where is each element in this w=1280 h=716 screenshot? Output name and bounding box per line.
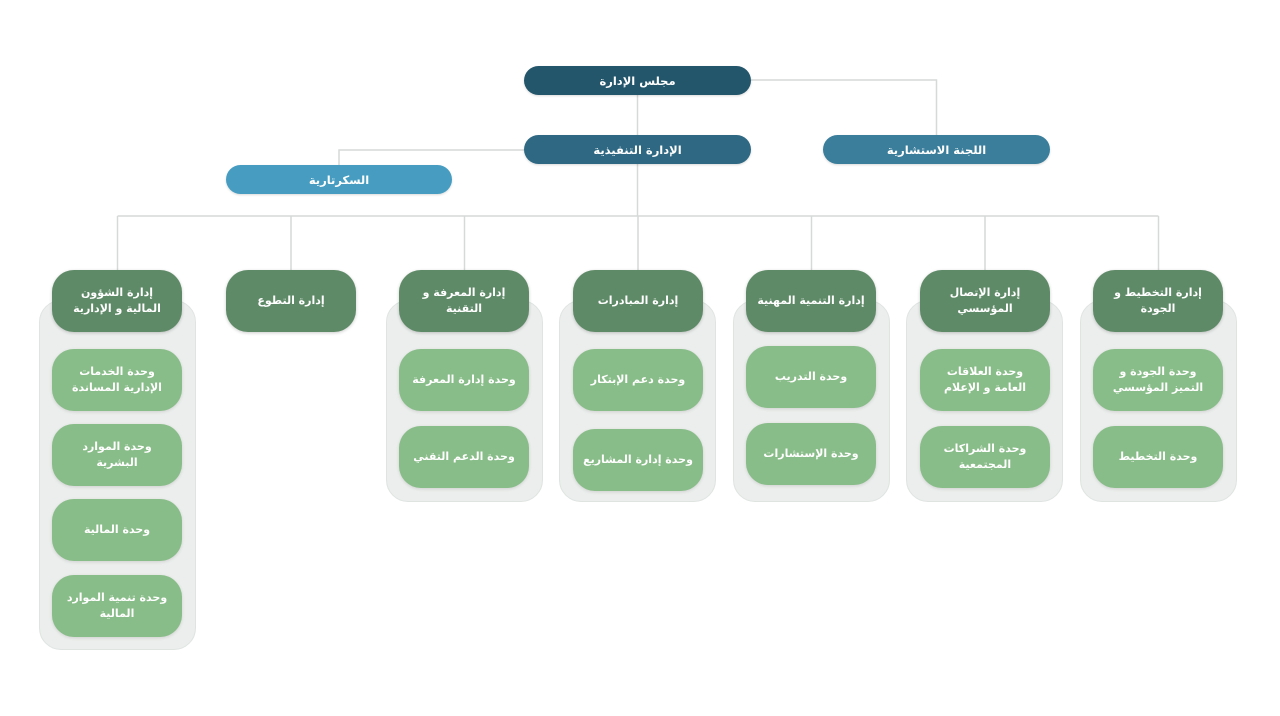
dept-knowledge-technology: إدارة المعرفة و التقنية bbox=[399, 270, 529, 332]
connector-exec-secretary bbox=[338, 149, 524, 165]
unit-finance: وحدة المالية bbox=[52, 499, 182, 561]
advisory-committee-node: اللجنة الاستشارية bbox=[823, 135, 1050, 164]
unit-admin-support-services: وحدة الخدمات الإدارية المساندة bbox=[52, 349, 182, 411]
unit-innovation-support: وحدة دعم الإبتكار bbox=[573, 349, 703, 411]
board-of-directors-node: مجلس الإدارة bbox=[524, 66, 751, 95]
unit-technical-support: وحدة الدعم التقني bbox=[399, 426, 529, 488]
dept-initiatives: إدارة المبادرات bbox=[573, 270, 703, 332]
unit-financial-resource-development: وحدة تنمية الموارد المالية bbox=[52, 575, 182, 637]
dept-volunteering: إدارة التطوع bbox=[226, 270, 356, 332]
unit-planning: وحدة التخطيط bbox=[1093, 426, 1223, 488]
unit-consulting: وحدة الإستشارات bbox=[746, 423, 876, 485]
unit-community-partnerships: وحدة الشراكات المجتمعية bbox=[920, 426, 1050, 488]
unit-public-relations-media: وحدة العلاقات العامة و الإعلام bbox=[920, 349, 1050, 411]
dept-corporate-communication: إدارة الإتصال المؤسسي bbox=[920, 270, 1050, 332]
executive-management-node: الإدارة التنفيذية bbox=[524, 135, 751, 164]
unit-quality-excellence: وحدة الجودة و التميز المؤسسي bbox=[1093, 349, 1223, 411]
secretariat-node: السكرتارية bbox=[226, 165, 452, 194]
unit-training: وحدة التدريب bbox=[746, 346, 876, 408]
unit-project-management: وحدة إدارة المشاريع bbox=[573, 429, 703, 491]
unit-human-resources: وحدة الموارد البشرية bbox=[52, 424, 182, 486]
dept-finance-administration: إدارة الشؤون المالية و الإدارية bbox=[52, 270, 182, 332]
dept-professional-development: إدارة التنمية المهنية bbox=[746, 270, 876, 332]
dept-planning-quality: إدارة التخطيط و الجودة bbox=[1093, 270, 1223, 332]
connector-board-advisory bbox=[751, 79, 938, 135]
unit-knowledge-management: وحدة إدارة المعرفة bbox=[399, 349, 529, 411]
